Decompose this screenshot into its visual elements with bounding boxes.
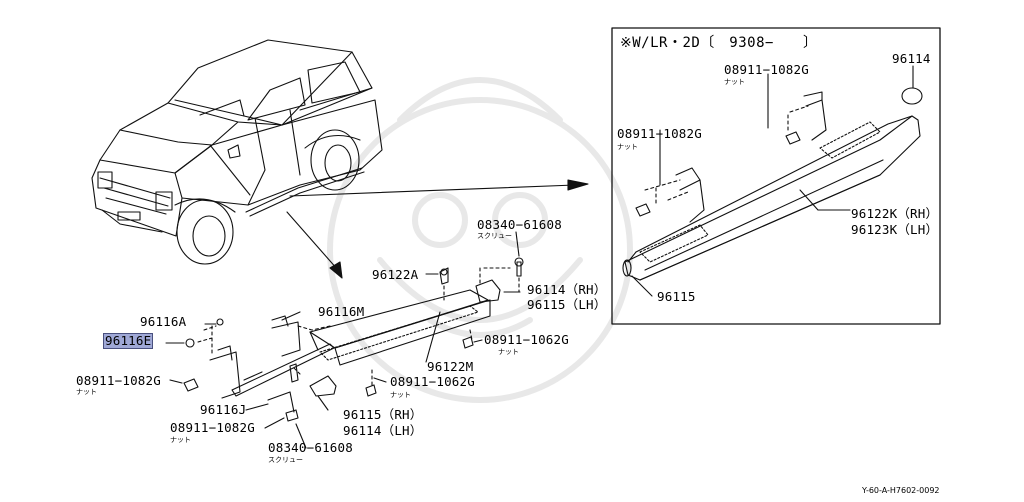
inset-sublabel-nut-a: ナット: [724, 78, 745, 86]
part-sublabel-nut-right: ナット: [498, 348, 519, 356]
watermark-emblem: [327, 77, 633, 403]
part-label-96116M[interactable]: 96116M: [318, 304, 365, 319]
part-label-96122M[interactable]: 96122M: [427, 359, 474, 374]
inset-label-08911-1082G-a[interactable]: 08911−1082G: [724, 62, 809, 77]
part-label-96116J[interactable]: 96116J: [200, 402, 247, 417]
part-sublabel-nut-bottom: ナット: [170, 436, 191, 444]
part-label-08340-61608[interactable]: 08340−61608: [477, 217, 562, 232]
inset-sublabel-nut-b: ナット: [617, 143, 638, 151]
inset-title: ※W/LR・2D〔 9308− 〕: [620, 35, 818, 51]
inset-label-96115[interactable]: 96115: [657, 289, 696, 304]
part-label-08911-1082G-bottom[interactable]: 08911−1082G: [170, 420, 255, 435]
part-label-08911-1082G-left[interactable]: 08911−1082G: [76, 373, 161, 388]
part-label-96115-rh[interactable]: 96115（RH）: [343, 407, 423, 422]
inset-label-08911-1082G-b[interactable]: 08911−1082G: [617, 126, 702, 141]
part-sublabel-screw: スクリュー: [477, 232, 512, 240]
part-sublabel-nut-mid: ナット: [390, 391, 411, 399]
part-label-96122A[interactable]: 96122A: [372, 267, 419, 282]
inset-label-96122K-rh[interactable]: 96122K（RH）: [851, 206, 939, 221]
inset-label-96114[interactable]: 96114: [892, 51, 931, 66]
inset-frame: [611, 27, 941, 325]
vehicle-illustration: [91, 39, 383, 265]
part-label-96115-lh[interactable]: 96115（LH）: [527, 297, 607, 312]
part-sublabel-screw-bottom: スクリュー: [268, 456, 303, 464]
part-label-96114-lh[interactable]: 96114（LH）: [343, 423, 423, 438]
part-label-08340-61608-bottom[interactable]: 08340−61608: [268, 440, 353, 455]
part-label-96114-rh[interactable]: 96114（RH）: [527, 282, 607, 297]
exploded-parts: [165, 231, 524, 449]
part-sublabel-nut-left: ナット: [76, 388, 97, 396]
part-label-08911-1062G-mid[interactable]: 08911−1062G: [390, 374, 475, 389]
reference-arrows: [286, 179, 589, 279]
part-label-96116E-highlighted[interactable]: 96116E: [102, 333, 154, 349]
diagram-code: Y-60-A-H7602-0092: [862, 486, 940, 495]
inset-label-96123K-lh[interactable]: 96123K（LH）: [851, 222, 939, 237]
inset-running-board: [622, 65, 923, 297]
part-label-08911-1062G-right[interactable]: 08911−1062G: [484, 332, 569, 347]
part-label-96116A[interactable]: 96116A: [140, 314, 187, 329]
